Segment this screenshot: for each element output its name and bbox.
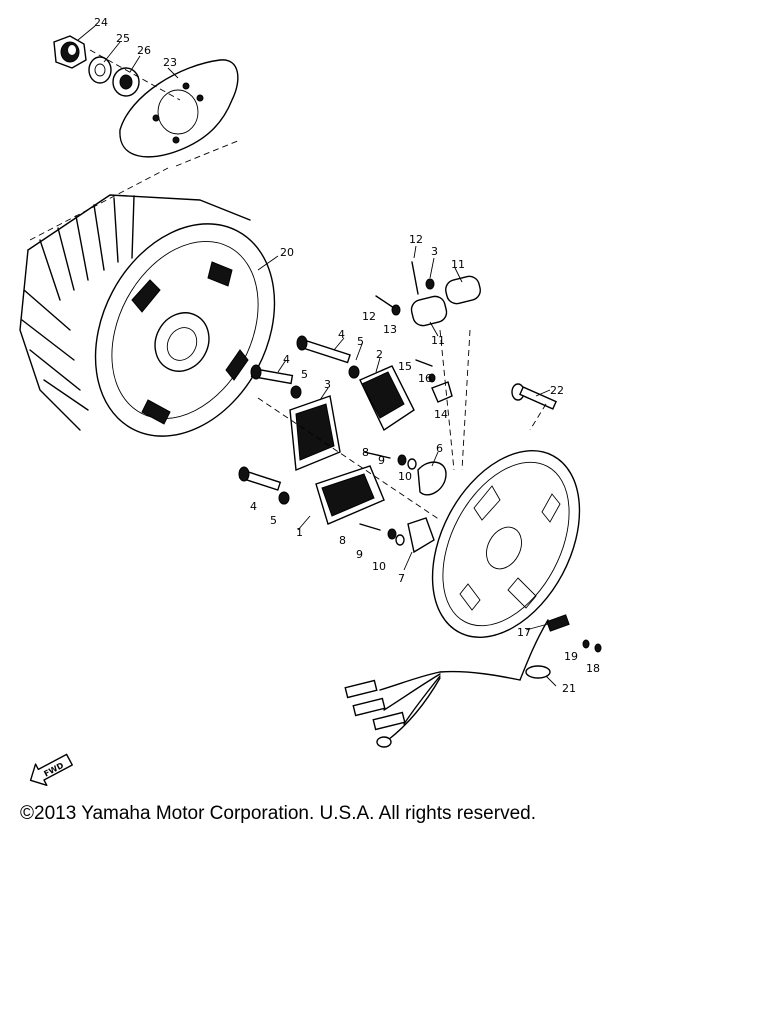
callout-11-lower: 11 (431, 334, 445, 347)
callout-19: 19 (564, 650, 578, 663)
callout-8-upper: 8 (362, 446, 369, 459)
washer-9-upper (397, 454, 407, 466)
flywheel-20 (19, 194, 276, 437)
callout-16: 16 (418, 372, 432, 385)
condenser-11-lower (410, 295, 448, 327)
washer-13-lower (391, 304, 401, 316)
callout-7: 7 (398, 572, 405, 585)
callout-4-lower: 4 (250, 500, 257, 513)
washer-25 (88, 56, 112, 84)
washer-5-lower (278, 491, 290, 505)
callout-6: 6 (436, 442, 443, 455)
callout-25: 25 (116, 32, 130, 45)
cooling-fins (21, 195, 135, 411)
callout-5-upper: 5 (357, 335, 364, 348)
screw-12-lower (375, 295, 395, 309)
callout-4-middle: 4 (283, 353, 290, 366)
bolt-4-upper (296, 335, 351, 364)
callout-22: 22 (550, 384, 564, 397)
callout-11-upper: 11 (451, 258, 465, 271)
callout-5-lower: 5 (270, 514, 277, 527)
callout-3-upper: 3 (431, 245, 438, 258)
screw-8-upper (363, 451, 391, 459)
callout-26: 26 (137, 44, 151, 57)
nut-24 (53, 35, 87, 69)
coil-3 (289, 395, 341, 472)
washer-13-upper (425, 278, 435, 290)
washer-26 (112, 67, 140, 97)
gasket-23 (119, 59, 239, 158)
coil-2 (359, 365, 415, 432)
fwd-label: FWD (42, 761, 65, 779)
breaker-6 (417, 461, 447, 496)
washer-10-upper (407, 458, 417, 470)
callout-12-upper: 12 (409, 233, 423, 246)
screw-8-lower (359, 523, 381, 531)
guide-lines (29, 49, 547, 521)
exploded-parts-diagram: 24 25 26 23 20 12 3 11 12 13 11 4 5 2 15… (19, 16, 602, 786)
forward-arrow-icon: FWD (29, 753, 73, 786)
washer-10-lower (395, 534, 405, 546)
callout-24: 24 (94, 16, 108, 29)
wire-harness (344, 614, 602, 748)
callout-2: 2 (376, 348, 383, 361)
bolt-4-middle (250, 364, 294, 385)
callout-4-upper: 4 (338, 328, 345, 341)
coil-1 (315, 465, 385, 525)
callout-21: 21 (562, 682, 576, 695)
washer-9-lower (387, 528, 397, 540)
bolt-22 (511, 383, 557, 410)
washer-5-middle (290, 385, 302, 399)
washer-5-upper (348, 365, 360, 379)
callout-3-lower: 3 (324, 378, 331, 391)
callout-labels: 24 25 26 23 20 12 3 11 12 13 11 4 5 2 15… (94, 16, 600, 695)
callout-20: 20 (280, 246, 294, 259)
contact-14 (431, 381, 453, 403)
callout-10-upper: 10 (398, 470, 412, 483)
callout-14: 14 (434, 408, 448, 421)
callout-1: 1 (296, 526, 303, 539)
callout-12-lower: 12 (362, 310, 376, 323)
condenser-11-upper (445, 275, 481, 305)
callout-15: 15 (398, 360, 412, 373)
callout-5-middle: 5 (301, 368, 308, 381)
stator-plate (431, 450, 581, 638)
callout-10-lower: 10 (372, 560, 386, 573)
washer-16 (428, 373, 436, 383)
breaker-7 (407, 517, 435, 554)
callout-9-upper: 9 (378, 454, 385, 467)
leader-lines (77, 25, 557, 687)
callout-8-lower: 8 (339, 534, 346, 547)
callout-18: 18 (586, 662, 600, 675)
screw-12-upper (411, 261, 419, 295)
copyright-notice: ©2013 Yamaha Motor Corporation. U.S.A. A… (20, 803, 536, 824)
callout-9-lower: 9 (356, 548, 363, 561)
screw-15 (415, 359, 433, 367)
callout-23: 23 (163, 56, 177, 69)
callout-13: 13 (383, 323, 397, 336)
callout-17: 17 (517, 626, 531, 639)
bolt-4-lower (238, 466, 282, 491)
